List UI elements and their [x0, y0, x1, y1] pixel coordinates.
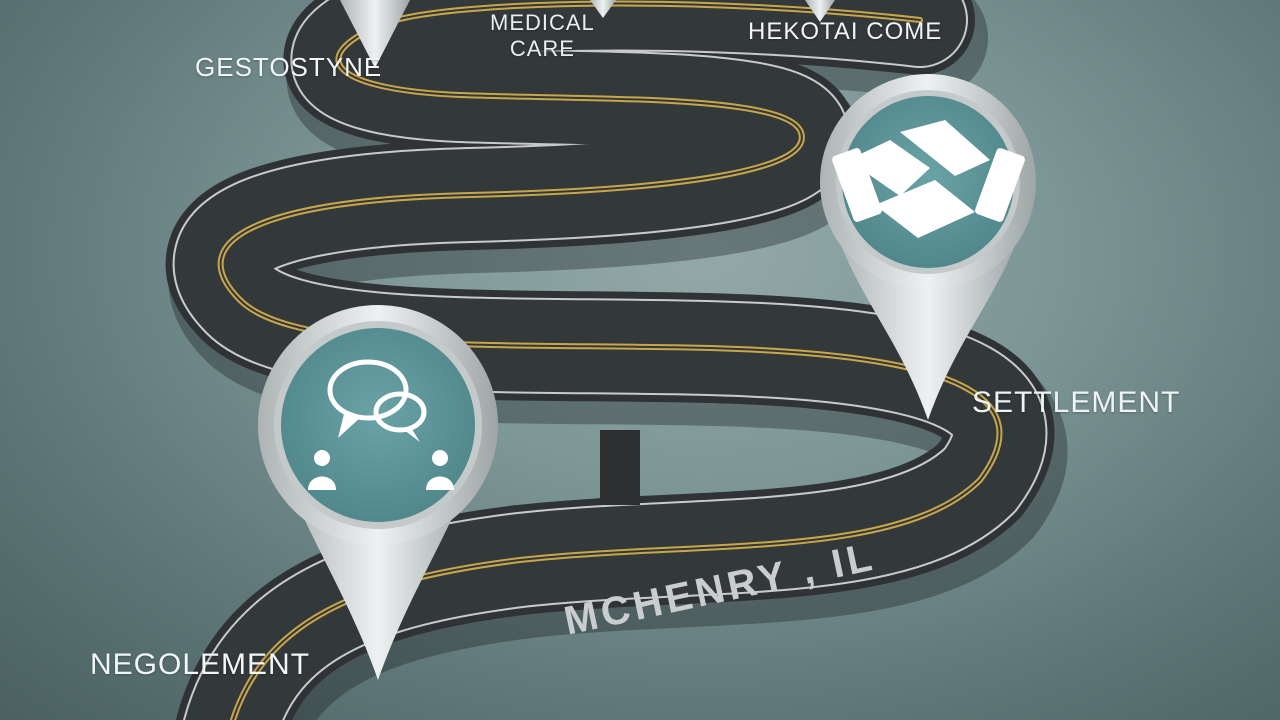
label-negolement: NEGOLEMENT — [90, 648, 311, 681]
handshake-icon — [832, 120, 1025, 238]
label-medical-care: MEDICAL CARE — [490, 10, 595, 62]
top-left-pin — [340, 0, 410, 68]
label-top-right: HEKOTAI COME — [748, 18, 943, 45]
top-right-pin — [805, 0, 835, 22]
negotiation-pin — [258, 305, 498, 680]
road-center-gap — [219, 2, 1001, 720]
label-medical-care-line2: CARE — [509, 36, 575, 61]
label-top-left: GESTOSTYNE — [195, 52, 383, 82]
settlement-pin — [820, 74, 1036, 420]
road-support — [600, 430, 640, 505]
conversation-icon — [308, 359, 454, 490]
label-settlement: SETTLEMENT — [972, 386, 1181, 419]
label-medical-care-line1: MEDICAL — [490, 10, 595, 35]
top-mid-pin — [590, 0, 616, 18]
